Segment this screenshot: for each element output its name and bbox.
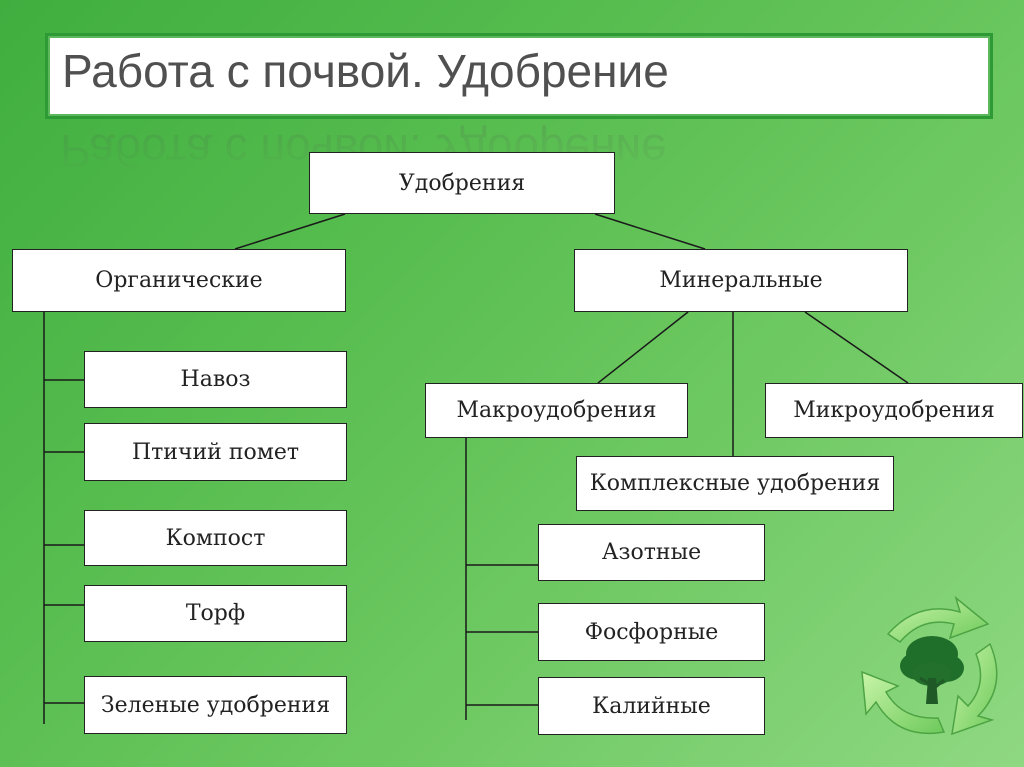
node-navoz: Навоз bbox=[84, 351, 347, 408]
node-makroudobreniya: Макроудобрения bbox=[425, 383, 688, 438]
node-root: Удобрения bbox=[309, 152, 615, 214]
recycle-arrow-right bbox=[951, 642, 998, 736]
node-mineral: Минеральные bbox=[574, 249, 908, 312]
recycle-arrow-left bbox=[861, 670, 946, 735]
connector-root-mineral bbox=[594, 213, 706, 250]
node-azotnye: Азотные bbox=[538, 524, 765, 581]
recycle-arrow-top bbox=[886, 595, 990, 643]
page-title: Работа с почвой. Удобрение bbox=[62, 45, 669, 97]
node-organic: Органические bbox=[12, 249, 346, 312]
node-kompost: Компост bbox=[84, 510, 347, 566]
node-zelenye-udobreniya: Зеленые удобрения bbox=[84, 676, 347, 734]
node-kaliynye: Калийные bbox=[538, 677, 765, 735]
connector-root-organic bbox=[234, 213, 346, 250]
node-mikroudobreniya: Микроудобрения bbox=[765, 383, 1023, 438]
node-kompleksnye-udobreniya: Комплексные удобрения bbox=[576, 456, 894, 511]
title-box: Работа с почвой. Удобрение bbox=[48, 36, 990, 116]
node-torf: Торф bbox=[84, 585, 347, 642]
connector-mineral-makro bbox=[597, 311, 689, 384]
connector-mineral-mikro bbox=[804, 311, 909, 384]
tree-icon bbox=[900, 636, 964, 704]
recycle-tree-icon bbox=[861, 595, 998, 736]
node-fosfornye: Фосфорные bbox=[538, 603, 765, 661]
node-ptichiy-pomet: Птичий помет bbox=[84, 423, 347, 481]
